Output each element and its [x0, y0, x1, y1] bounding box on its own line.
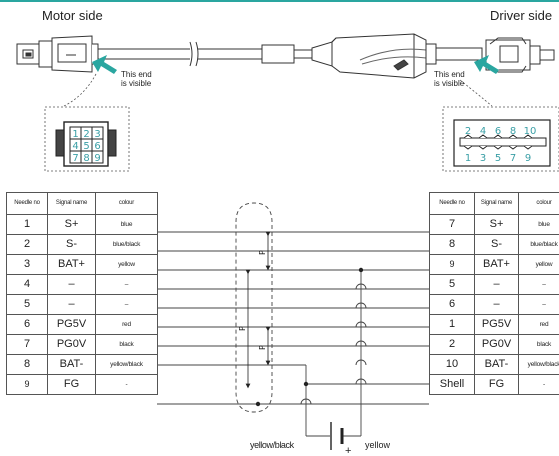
right-pin-6: 6 [495, 126, 501, 137]
right-pin-3: 3 [480, 153, 486, 164]
left-pin-4: 4 [72, 141, 78, 152]
driver-view-arrow [474, 55, 499, 74]
right-pin-4: 4 [480, 126, 486, 137]
callout-lines [63, 73, 493, 107]
left-pin-1: 1 [72, 129, 78, 140]
pitch-dimensions [245, 231, 271, 389]
left-pin-3: 3 [94, 129, 100, 140]
table-header-row: Needle no Signal name colour [6, 192, 158, 215]
header-signal-name: Signal name [47, 192, 96, 215]
right-pin-8: 8 [510, 126, 516, 137]
right-pin-2: 2 [465, 126, 471, 137]
right-pin-1: 1 [465, 153, 471, 164]
left-pin-7: 7 [72, 153, 78, 164]
header-accent-line [0, 0, 559, 2]
battery-right-wire-label: yellow [365, 440, 391, 450]
pitch-label-bottom: P [258, 345, 267, 350]
header-signal-name: Signal name [474, 192, 519, 215]
left-pin-6: 6 [94, 141, 100, 152]
motor-connector-face: 1 2 3 4 5 6 7 8 9 [44, 106, 130, 172]
driver-end-note: This end is visible [434, 70, 465, 88]
battery-symbol [330, 422, 344, 450]
right-pin-5: 5 [495, 153, 501, 164]
right-pin-10: 10 [524, 126, 537, 137]
table-row: 6–– [429, 294, 559, 315]
view-arrows [92, 55, 499, 74]
header-colour: colour [95, 192, 158, 215]
twisted-pair-shield [235, 202, 273, 413]
battery-left-wire-label: yellow/black [250, 440, 294, 450]
driver-connector-face: 2 4 6 8 10 1 3 5 7 9 [442, 106, 559, 172]
motor-end-note: This end is visible [121, 70, 152, 88]
header-needle-no: Needle no [6, 192, 48, 215]
motor-side-title: Motor side [42, 8, 103, 23]
header-colour: colour [518, 192, 559, 215]
driver-side-title: Driver side [490, 8, 553, 23]
battery-plus-sign: + [345, 445, 351, 456]
pitch-label-long: P [238, 326, 247, 331]
left-pin-5: 5 [83, 141, 89, 152]
wires [157, 231, 429, 437]
table-row: 4–– [6, 274, 158, 295]
cable-assembly [16, 33, 555, 79]
motor-view-arrow [92, 55, 117, 74]
right-pin-7: 7 [510, 153, 516, 164]
left-pin-8: 8 [83, 153, 89, 164]
right-pin-9: 9 [525, 153, 531, 164]
junction-dots [255, 267, 364, 407]
left-pin-9: 9 [94, 153, 100, 164]
motor-plug [16, 35, 99, 73]
pitch-label-top: P [258, 250, 267, 255]
table-row: 5–– [6, 294, 158, 315]
header-needle-no: Needle no [429, 192, 475, 215]
table-header-row: Needle no Signal name colour [429, 192, 559, 215]
table-row: 5–– [429, 274, 559, 295]
left-pin-2: 2 [83, 129, 89, 140]
